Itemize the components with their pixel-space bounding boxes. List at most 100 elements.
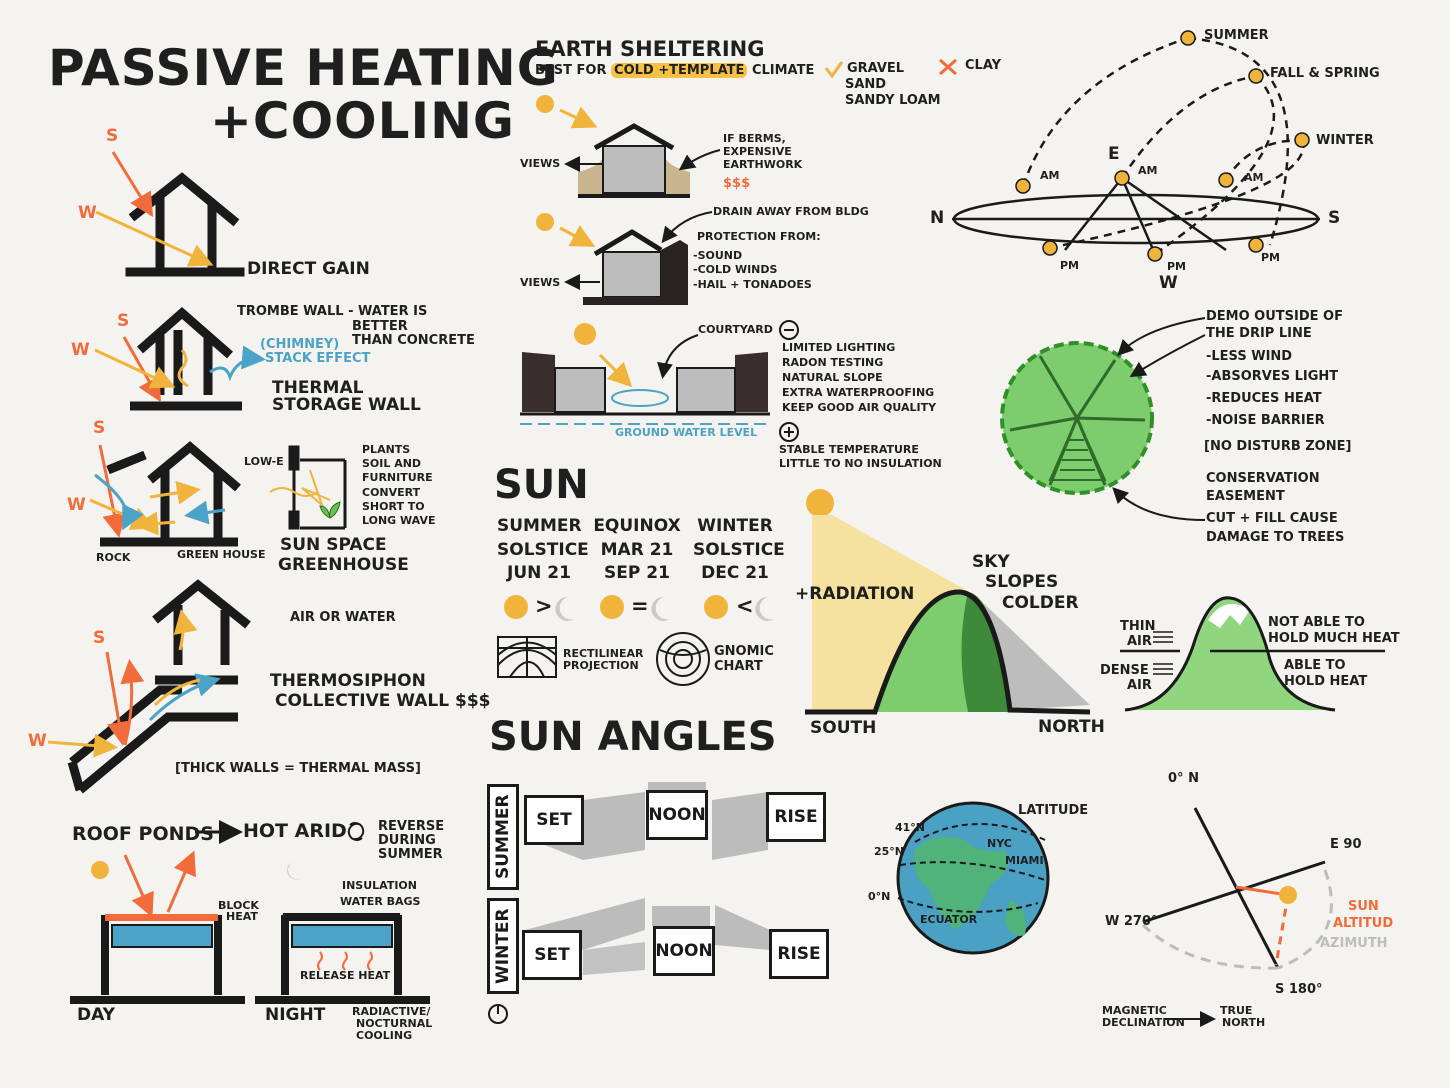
thermosiphon-house (67, 579, 251, 794)
drain-label: DRAIN AWAY FROM BLDG (713, 205, 869, 218)
sky-label-2: SLOPES (985, 572, 1059, 592)
rock-label: ROCK (96, 551, 131, 564)
hot-arid-label: HOT ARID (243, 820, 347, 842)
easement-1: CONSERVATION (1206, 471, 1320, 486)
lat-41: 41°N (895, 821, 926, 834)
berms-3: EARTHWORK (723, 158, 803, 171)
azimuth-south: S 180° (1275, 982, 1323, 997)
trombe-callout-1: TROMBE WALL - WATER IS (237, 304, 428, 319)
protection-2: -SOUND (693, 249, 743, 262)
path-n: N (930, 208, 945, 228)
azimuth-diagram (1141, 807, 1333, 1027)
miami-label: MIAMI (1005, 854, 1044, 867)
trombe-callout-2: BETTER (352, 319, 408, 334)
protection-4: -HAIL + TONADOES (693, 278, 812, 291)
gnomic-2: CHART (714, 659, 763, 674)
trombe-w: W (71, 340, 90, 360)
radiactive-3: COOLING (356, 1029, 413, 1042)
tree-note-2: THE DRIP LINE (1206, 326, 1312, 341)
path-e: E (1108, 144, 1120, 164)
symbol-greater: > (535, 594, 553, 618)
direct-gain-house (125, 172, 245, 277)
protection-3: -COLD WINDS (693, 263, 778, 276)
winter-box: WINTER (487, 898, 519, 994)
latitude-label: LATITUDE (1018, 803, 1089, 818)
tree-note-3: -LESS WIND (1206, 349, 1293, 364)
pm-1: PM (1060, 259, 1080, 272)
sunspace-s: S (93, 418, 106, 438)
pro-1: STABLE TEMPERATURE (779, 443, 919, 456)
cut-fill-2: DAMAGE TO TREES (1206, 530, 1345, 545)
not-able-2: HOLD MUCH HEAT (1268, 631, 1400, 646)
thermal-label-2: STORAGE WALL (272, 395, 421, 415)
summer-box: SUMMER (487, 784, 519, 890)
earth-sheltering-title: EARTH SHELTERING (535, 37, 765, 61)
sunspace-w: W (67, 495, 86, 515)
azimuth-north: 0° N (1168, 771, 1199, 786)
north-label: NORTH (1038, 717, 1105, 737)
winter-ray (95, 210, 214, 267)
reverse-2: DURING (378, 833, 436, 848)
direct-gain-label: DIRECT GAIN (247, 259, 370, 279)
summer-solstice-1: SUMMER (497, 516, 582, 536)
azimuth-legend: AZIMUTH (1320, 936, 1388, 951)
am-2: AM (1138, 164, 1158, 177)
tree-note-6: -NOISE BARRIER (1206, 413, 1325, 428)
lat-25: 25°N (874, 845, 905, 858)
sunspace-note-5: SHORT TO (362, 500, 425, 513)
views-1: VIEWS (520, 157, 561, 170)
able-1: ABLE TO (1284, 658, 1346, 673)
winter-solstice-3: DEC 21 (701, 563, 769, 583)
sky-label-3: COLDER (1002, 593, 1079, 613)
thermosiphon-label-1: THERMOSIPHON (270, 671, 426, 691)
equinox-3: SEP 21 (604, 563, 670, 583)
easement-2: EASEMENT (1206, 489, 1285, 504)
thermal-label-1: THERMAL (272, 378, 364, 398)
roof-pond-night (255, 913, 430, 1004)
summer-noon-box: NOON (646, 790, 708, 840)
equator-label: ECUATOR (920, 913, 978, 926)
no-disturb-label: [NO DISTURB ZONE] (1204, 439, 1352, 454)
symbol-less: < (736, 594, 754, 618)
equinox-1: EQUINOX (593, 516, 681, 536)
roof-pond-day (70, 915, 245, 1004)
true-north-1: TRUE (1220, 1004, 1253, 1017)
summer-set-box: SET (524, 795, 584, 845)
release-heat-label: RELEASE HEAT (300, 969, 391, 982)
summer-solstice-2: SOLSTICE (497, 540, 589, 560)
courtyard-label: COURTYARD (698, 323, 773, 336)
equinox-2: MAR 21 (600, 540, 674, 560)
green-house-label: GREEN HOUSE (177, 548, 266, 561)
sunspace-label-2: GREENHOUSE (278, 555, 409, 575)
con-4: EXTRA WATERPROOFING (782, 386, 935, 399)
am-3: AM (1244, 171, 1264, 184)
am-1: AM (1040, 169, 1060, 182)
pm-2: PM (1167, 260, 1187, 273)
sunspace-label-1: SUN SPACE (280, 535, 387, 555)
reverse-3: SUMMER (378, 847, 443, 862)
sunspace-note-3: FURNITURE (362, 471, 433, 484)
not-able-1: NOT ABLE TO (1268, 615, 1365, 630)
dense-air-2: AIR (1127, 678, 1152, 693)
sun-path-dots (1015, 30, 1310, 262)
berms-1: IF BERMS, (723, 132, 786, 145)
low-e-glass-detail (288, 445, 347, 530)
altitud-legend: ALTITUD (1333, 916, 1394, 931)
able-2: HOLD HEAT (1284, 674, 1368, 689)
air-or-water-label: AIR OR WATER (290, 610, 396, 625)
con-2: RADON TESTING (782, 356, 884, 369)
tree-note-5: -REDUCES HEAT (1206, 391, 1322, 406)
thin-air-2: AIR (1127, 634, 1152, 649)
cut-fill-1: CUT + FILL CAUSE (1206, 511, 1338, 526)
path-summer: SUMMER (1204, 28, 1269, 43)
dense-air-1: DENSE (1100, 663, 1149, 678)
sun-angles-title: SUN ANGLES (489, 714, 777, 760)
compass-w: W (78, 203, 97, 223)
sun-icon (91, 861, 109, 879)
magnetic-2: DECLINATION (1102, 1016, 1185, 1029)
summer-rise-box: RISE (766, 792, 826, 842)
radiation-label: +RADIATION (795, 584, 915, 604)
tree-note-1: DEMO OUTSIDE OF (1206, 309, 1343, 324)
con-5: KEEP GOOD AIR QUALITY (782, 401, 937, 414)
